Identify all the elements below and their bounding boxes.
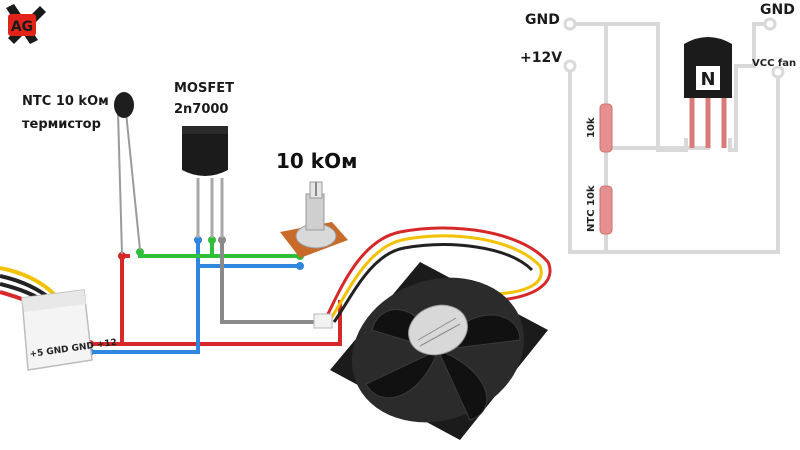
logo-text: AG xyxy=(11,19,33,35)
potentiometer xyxy=(280,181,348,258)
mosfet-2n7000 xyxy=(182,126,228,238)
r1-label: 10k xyxy=(586,117,597,138)
blue-wire xyxy=(82,238,200,354)
gnd-right-label: GND xyxy=(760,2,795,18)
gnd-right-terminal xyxy=(763,17,777,31)
ntc-label-line2: термистор xyxy=(22,117,101,132)
ag-logo: AG xyxy=(6,4,46,44)
molex-connector: +5 GND GND +12 xyxy=(21,289,118,371)
ntc-label-line1: NTC 10 kОм xyxy=(22,94,109,109)
fan-hub-sticker xyxy=(408,304,468,356)
ntc-thermistor xyxy=(114,92,141,255)
vcc-fan-label: VCC fan xyxy=(752,58,796,69)
plus12-terminal xyxy=(563,59,577,73)
r2-label: NTC 10k xyxy=(586,185,597,232)
resistor-10k xyxy=(599,103,613,153)
cooling-fan xyxy=(313,226,552,440)
fan-connector xyxy=(313,313,333,329)
vcc-fan-terminal xyxy=(771,65,785,79)
gray-wire xyxy=(220,238,316,324)
transistor-mark: N xyxy=(700,69,715,90)
thermistor-bead xyxy=(114,92,134,118)
schematic: N GND +12V GND VCC fan 10k NTC 10k xyxy=(520,2,796,254)
mosfet-body xyxy=(182,126,228,176)
plus12-label: +12V xyxy=(520,50,562,66)
resistor-ntc xyxy=(599,185,613,235)
pot-label: 10 kОм xyxy=(276,149,357,173)
gnd-left-label: GND xyxy=(525,12,560,28)
mosfet-label-line1: MOSFET xyxy=(174,81,234,96)
gnd-left-terminal xyxy=(563,17,577,31)
mosfet-label-line2: 2n7000 xyxy=(174,102,228,117)
